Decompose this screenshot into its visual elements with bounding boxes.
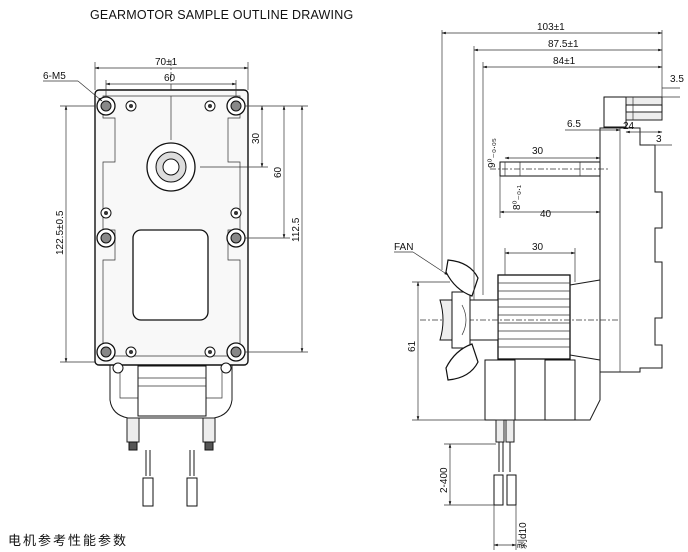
dim-30: 30 <box>251 132 262 144</box>
dim-103: 103±1 <box>537 22 565 33</box>
shaft-dim-40: 40 <box>540 209 552 220</box>
front-view: 70±1 60 6-M5 122.5±0.5 30 60 112.5 <box>43 57 308 507</box>
dim-60: 60 <box>273 166 284 178</box>
dim-84: 84±1 <box>553 56 576 67</box>
side-view: 103±1 87.5±1 84±1 3.5 6.5 24 3 30 40 9⁰₋… <box>394 22 684 550</box>
motor-stator <box>497 274 571 360</box>
dim-112-5: 112.5 <box>291 217 302 242</box>
dim-3-5: 3.5 <box>670 74 684 85</box>
shaft-dim-30: 30 <box>532 146 544 157</box>
drawing-title: GEARMOTOR SAMPLE OUTLINE DRAWING <box>90 8 353 22</box>
fan-icon <box>439 259 479 381</box>
height-61: 61 <box>407 340 418 352</box>
lead-length: 2-400 <box>439 467 450 493</box>
shaft-dia-9: 9⁰₋₀.₀₅ <box>487 138 498 168</box>
dim-width-total: 70±1 <box>155 57 178 68</box>
dim-6-5: 6.5 <box>567 119 581 130</box>
lead-strip: 剥d10 <box>517 522 529 549</box>
gearbox-housing <box>94 89 249 366</box>
shaft-flat-8: 8⁰₋₀.₁ <box>512 184 523 210</box>
mounting-hole-icon <box>96 96 246 362</box>
gearbox-side <box>599 127 663 373</box>
hole-callout: 6-M5 <box>43 71 66 82</box>
dim-height-total: 122.5±0.5 <box>55 210 66 255</box>
coil-dim-30: 30 <box>532 242 544 253</box>
footer-caption: 电机参考性能参数 <box>8 533 128 549</box>
screw-icon <box>100 100 242 358</box>
fan-label: FAN <box>394 242 413 253</box>
dim-width-holes: 60 <box>164 73 176 84</box>
dim-3: 3 <box>656 134 662 145</box>
motor-window <box>132 229 209 321</box>
dim-87-5: 87.5±1 <box>548 39 579 50</box>
dim-24: 24 <box>623 121 635 132</box>
lead-wire <box>142 450 198 507</box>
